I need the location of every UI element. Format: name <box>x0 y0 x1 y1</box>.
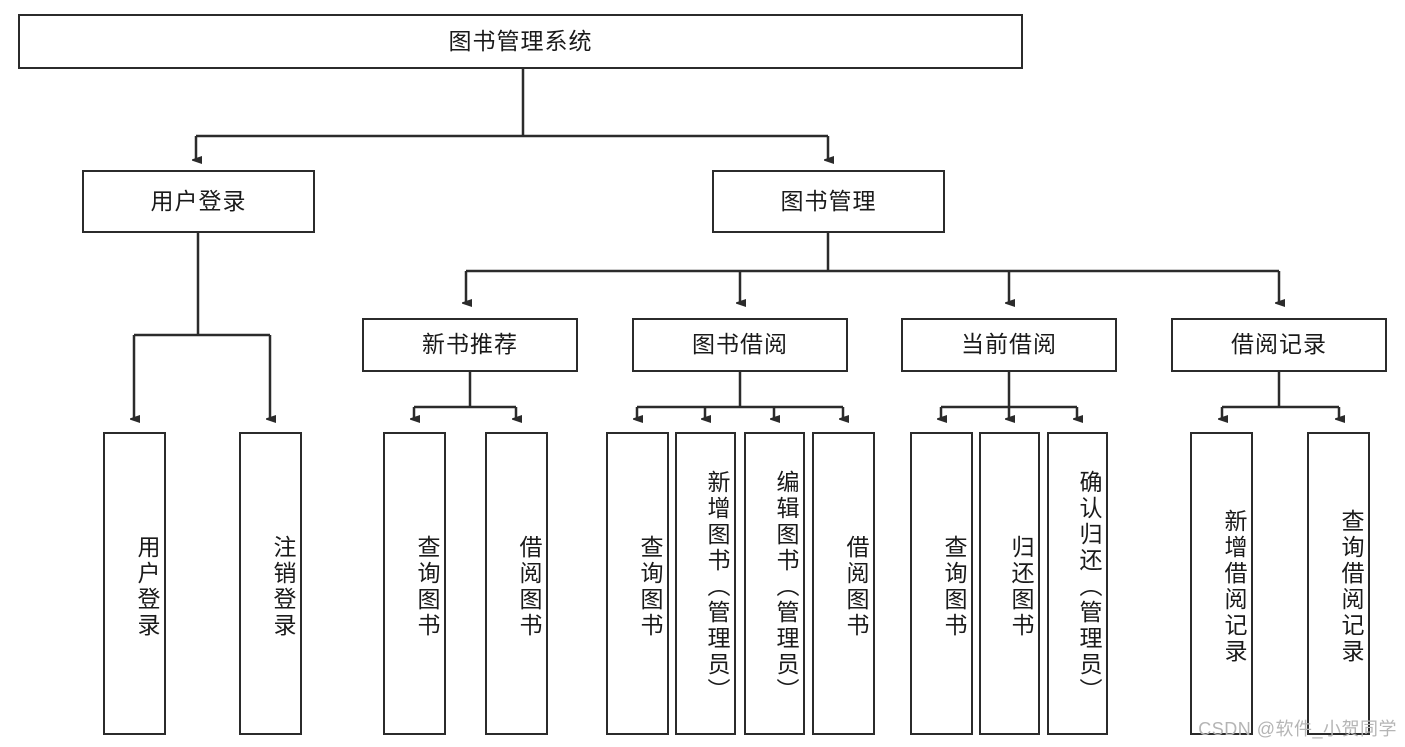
node-label: 新书推荐 <box>422 331 518 358</box>
node-label: 查询借阅记录 <box>1338 508 1364 665</box>
leaf-edit-book-admin[interactable]: 编辑图书（管理员） <box>744 432 805 735</box>
node-borrow-record[interactable]: 借阅记录 <box>1171 318 1387 372</box>
leaf-add-book-admin[interactable]: 新增图书（管理员） <box>675 432 736 735</box>
node-label: 新增图书（管理员） <box>704 469 730 704</box>
node-label: 查询图书 <box>414 534 440 639</box>
leaf-borrow-book[interactable]: 借阅图书 <box>812 432 875 735</box>
node-new-book-recommend[interactable]: 新书推荐 <box>362 318 578 372</box>
node-label: 编辑图书（管理员） <box>773 469 799 704</box>
leaf-user-logout[interactable]: 注销登录 <box>239 432 302 735</box>
leaf-query-book-borrow[interactable]: 查询图书 <box>606 432 669 735</box>
leaf-return-book[interactable]: 归还图书 <box>979 432 1040 735</box>
node-label: 确认归还（管理员） <box>1076 469 1102 704</box>
node-book-management[interactable]: 图书管理 <box>712 170 945 233</box>
watermark-text: CSDN @软件_小贺同学 <box>1198 719 1397 739</box>
node-label: 归还图书 <box>1008 534 1034 639</box>
leaf-query-book-recommend[interactable]: 查询图书 <box>383 432 446 735</box>
node-label: 借阅记录 <box>1231 331 1327 358</box>
node-label: 借阅图书 <box>516 534 542 639</box>
node-label: 用户登录 <box>150 187 247 214</box>
leaf-borrow-book-recommend[interactable]: 借阅图书 <box>485 432 548 735</box>
node-label: 新增借阅记录 <box>1221 508 1247 665</box>
leaf-confirm-return-admin[interactable]: 确认归还（管理员） <box>1047 432 1108 735</box>
node-current-borrow[interactable]: 当前借阅 <box>901 318 1117 372</box>
node-book-borrow[interactable]: 图书借阅 <box>632 318 848 372</box>
node-label: 图书管理 <box>780 187 877 214</box>
node-user-login[interactable]: 用户登录 <box>82 170 315 233</box>
node-label: 注销登录 <box>270 534 296 639</box>
node-label: 查询图书 <box>941 534 967 639</box>
node-label: 图书借阅 <box>692 331 788 358</box>
node-label: 查询图书 <box>637 534 663 639</box>
node-label: 用户登录 <box>134 534 160 639</box>
node-label: 借阅图书 <box>843 534 869 639</box>
leaf-add-borrow-record[interactable]: 新增借阅记录 <box>1190 432 1253 735</box>
leaf-query-book-current[interactable]: 查询图书 <box>910 432 973 735</box>
node-label: 当前借阅 <box>961 331 1057 358</box>
node-label: 图书管理系统 <box>448 27 593 54</box>
leaf-query-borrow-record[interactable]: 查询借阅记录 <box>1307 432 1370 735</box>
node-root-library-management-system[interactable]: 图书管理系统 <box>18 14 1023 69</box>
leaf-user-login[interactable]: 用户登录 <box>103 432 166 735</box>
